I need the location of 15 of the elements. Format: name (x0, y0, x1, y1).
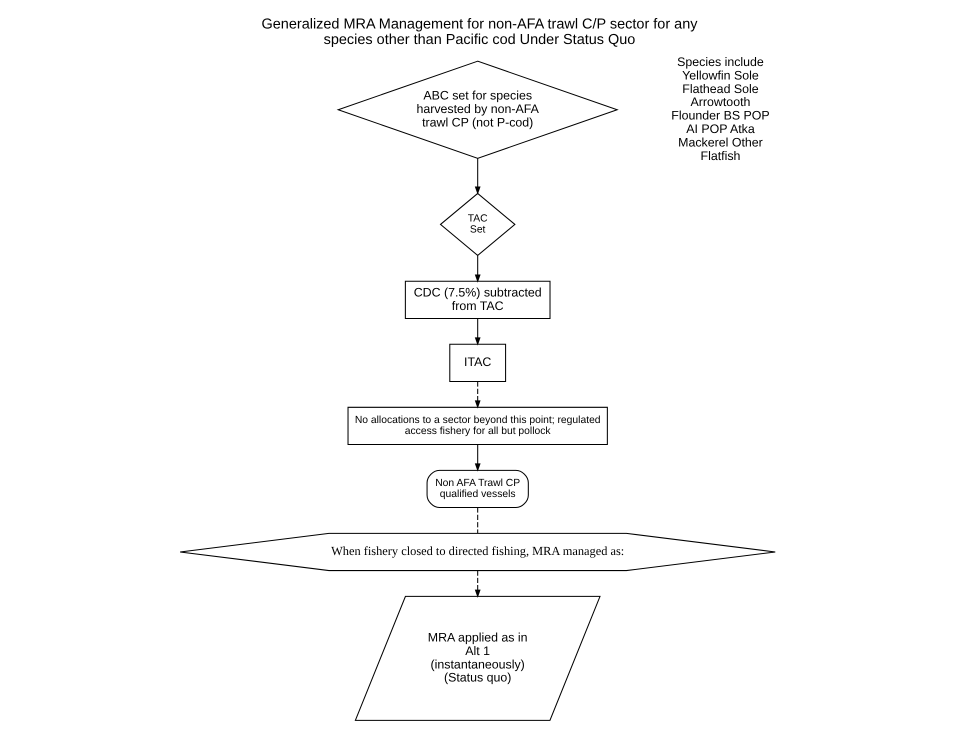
node-box: ITAC (449, 344, 506, 382)
arrow (474, 318, 481, 346)
node-diamond: ABC set for species harvested by non-AFA trawl CP (not P-cod) (336, 60, 619, 159)
arrow (474, 570, 481, 598)
node-box: No allocations to a sector beyond this point; regulated access fishery for all but pollock (348, 406, 608, 446)
label: Species include Yellowfin Sole Flathead Sole Arrowtooth Flounder BS POP AI POP Atka Mackerel Other Flatfish (671, 54, 770, 163)
node-diamond: TAC Set (440, 192, 516, 256)
arrow (474, 158, 481, 195)
connector (477, 508, 478, 534)
arrow (474, 256, 481, 283)
arrow (474, 382, 481, 409)
node-box: CDC (7.5%) subtracted from TAC (404, 280, 551, 319)
node-box: Non AFA Trawl CP qualified vessels (426, 470, 529, 508)
arrow (474, 444, 481, 472)
diagram-title: Generalized MRA Management for non-AFA trawl C/P sector for any species other than Pacific cod Under Status Quo (262, 16, 698, 48)
